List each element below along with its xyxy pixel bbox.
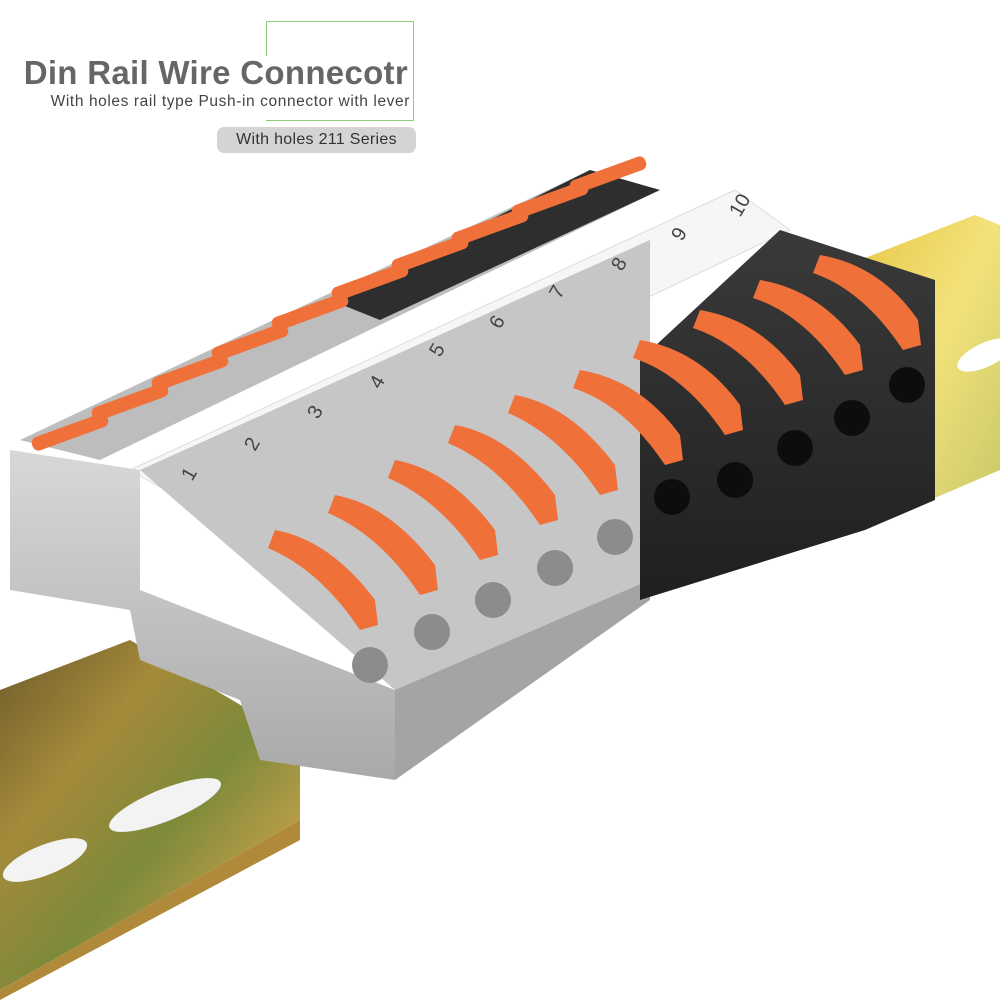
product-photo: 1 2 3 4 5 6 7 8 9 10 bbox=[0, 156, 1000, 1000]
wire-holes bbox=[352, 367, 925, 683]
series-badge: With holes 211 Series bbox=[217, 127, 416, 153]
back-levers bbox=[20, 156, 660, 460]
din-rail-left bbox=[0, 640, 300, 1000]
page-subtitle: With holes rail type Push-in connector w… bbox=[50, 93, 410, 110]
black-housings bbox=[640, 230, 935, 600]
front-levers-black bbox=[573, 255, 921, 465]
frame-mask bbox=[30, 56, 410, 120]
front-levers-grey bbox=[268, 395, 618, 630]
page-title: Din Rail Wire Connecotr bbox=[23, 54, 408, 91]
grey-housings bbox=[10, 240, 650, 780]
